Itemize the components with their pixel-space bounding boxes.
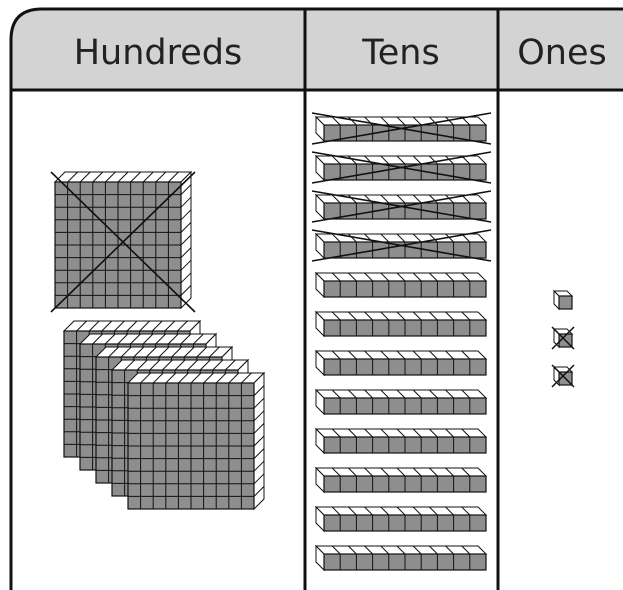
tens-rod: [316, 546, 486, 570]
ones-header: Ones: [517, 33, 607, 73]
ones-cube: [554, 291, 572, 309]
hundreds-flat: [128, 373, 264, 509]
tens-rod: [316, 468, 486, 492]
tens-rod: [316, 390, 486, 414]
ones-cube-crossed: [552, 327, 574, 349]
hundreds-column: [51, 172, 264, 509]
tens-rod-crossed: [312, 191, 491, 222]
tens-rod-crossed: [312, 152, 491, 183]
tens-rod: [316, 351, 486, 375]
tens-rod: [316, 429, 486, 453]
ones-column: [552, 291, 574, 387]
tens-rod-crossed: [312, 230, 491, 261]
tens-rod: [316, 312, 486, 336]
tens-header: Tens: [361, 33, 439, 73]
tens-rod: [316, 273, 486, 297]
hundreds-flat-crossed: [51, 172, 195, 312]
hundreds-header: Hundreds: [74, 33, 243, 73]
ones-cube-crossed: [552, 365, 574, 387]
tens-column: [312, 113, 491, 570]
tens-rod-crossed: [312, 113, 491, 144]
tens-rod: [316, 507, 486, 531]
